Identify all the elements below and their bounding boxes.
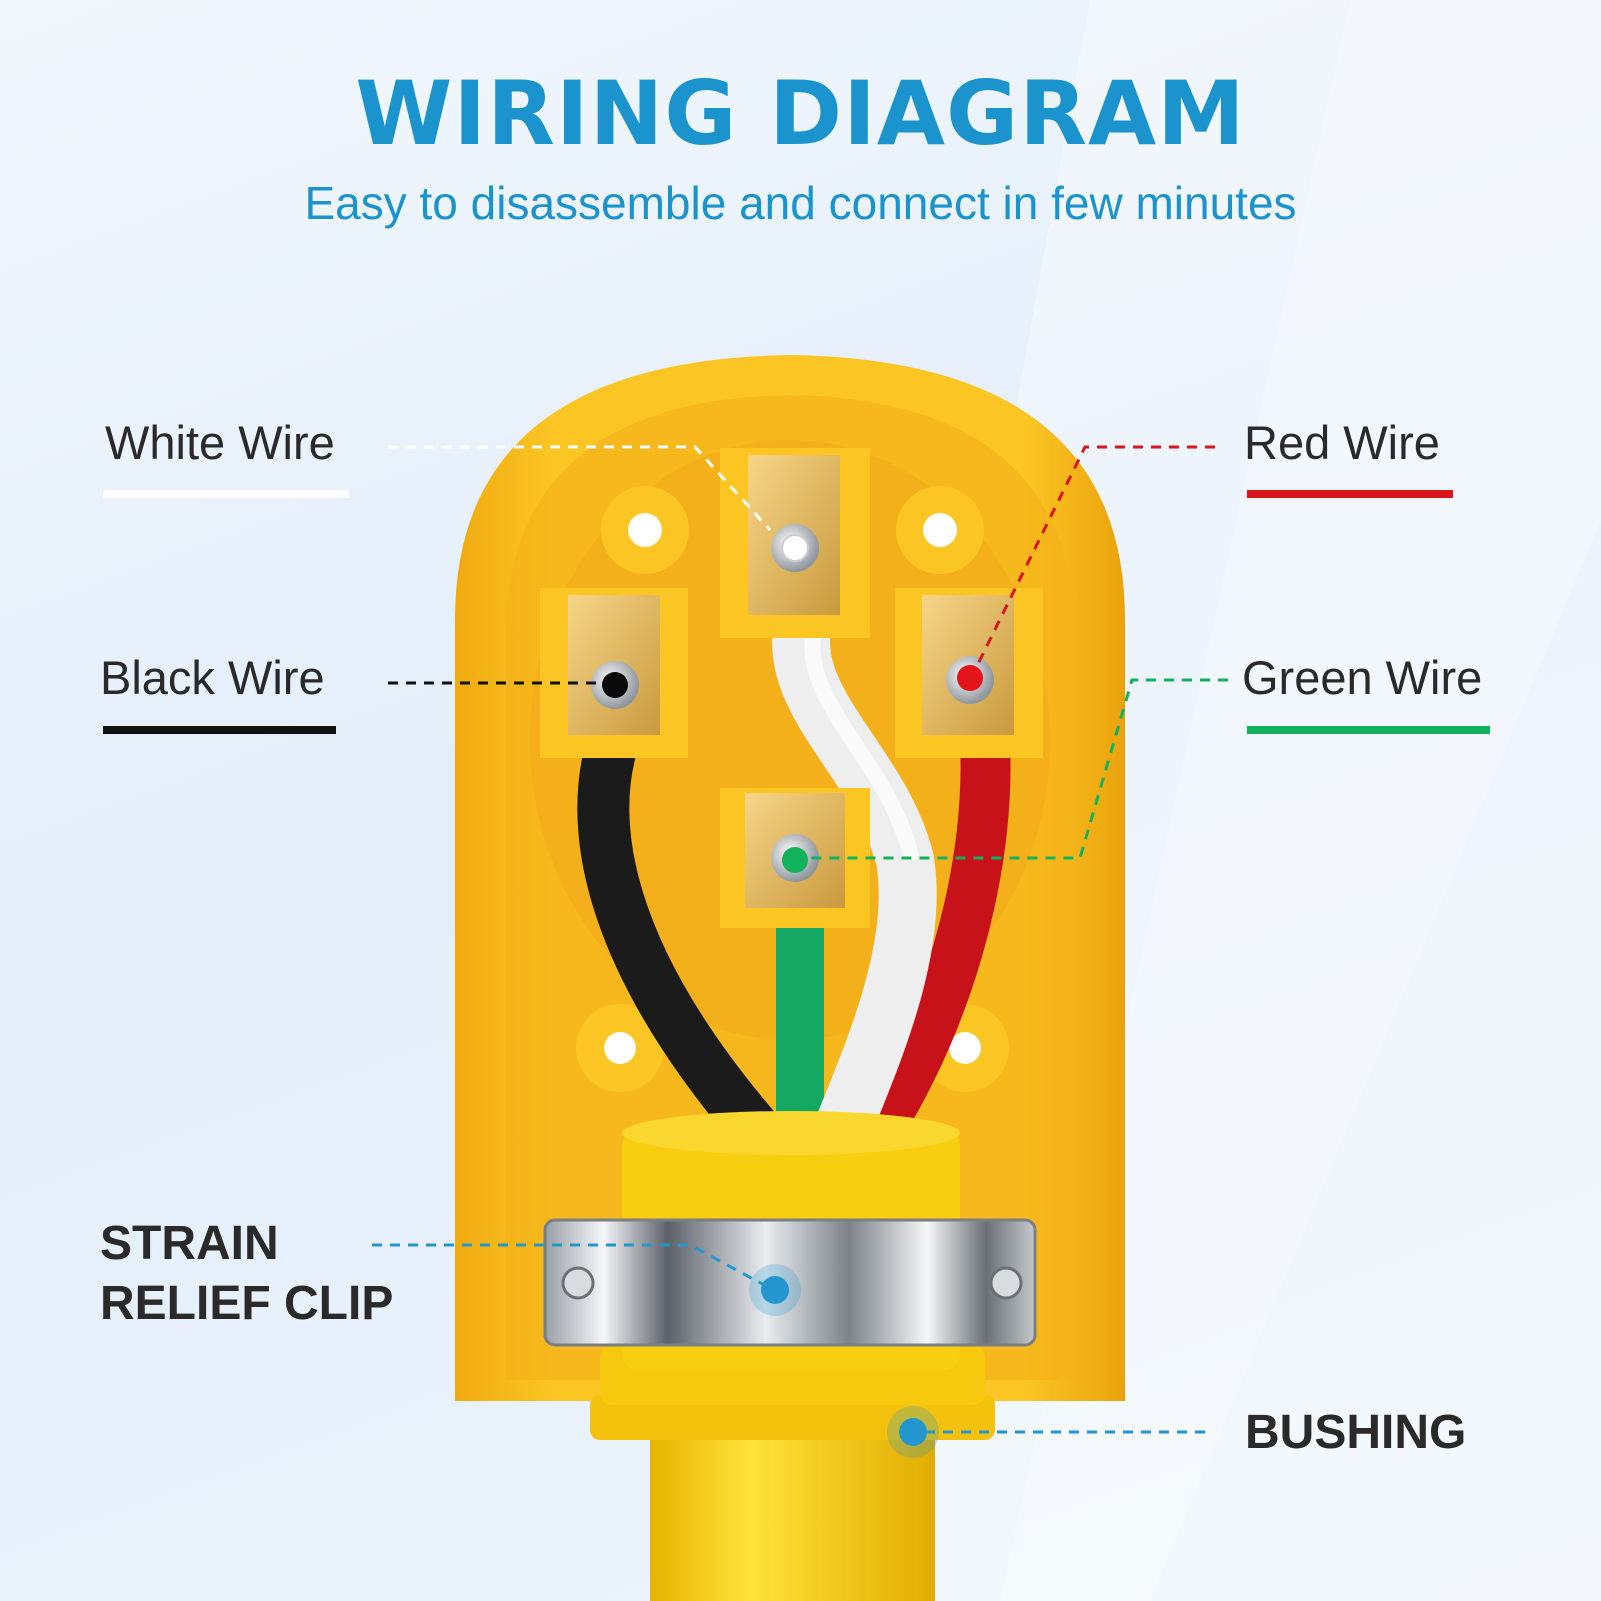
red-wire-dot bbox=[957, 665, 983, 691]
strain-relief-clip bbox=[543, 1218, 1037, 1347]
page-subtitle: Easy to disassemble and connect in few m… bbox=[304, 177, 1297, 229]
leader-lines bbox=[372, 445, 1228, 1434]
strain-relief-line2: RELIEF CLIP bbox=[100, 1277, 394, 1330]
white-wire-label: White Wire bbox=[105, 416, 335, 469]
red-wire-label: Red Wire bbox=[1244, 416, 1440, 469]
strain-relief-clip-label: STRAIN RELIEF CLIP bbox=[100, 1214, 393, 1334]
black-wire-label: Black Wire bbox=[100, 651, 325, 704]
black-wire-underline bbox=[103, 726, 336, 734]
green-wire-label: Green Wire bbox=[1242, 651, 1483, 704]
mounting-holes bbox=[576, 486, 1009, 1092]
bushing bbox=[590, 1111, 995, 1601]
green-wire-dot bbox=[782, 847, 808, 873]
red-wire-underline bbox=[1247, 490, 1453, 498]
wires bbox=[577, 586, 1011, 1164]
white-wire-dot bbox=[781, 534, 809, 562]
black-wire-dot bbox=[602, 672, 628, 698]
page-title: WIRING DIAGRAM bbox=[355, 62, 1246, 165]
pointer-dots bbox=[749, 1264, 939, 1458]
white-wire-underline bbox=[103, 490, 349, 498]
bushing-label: BUSHING bbox=[1245, 1406, 1467, 1459]
green-wire-underline bbox=[1247, 726, 1490, 734]
strain-relief-line1: STRAIN bbox=[100, 1217, 279, 1270]
